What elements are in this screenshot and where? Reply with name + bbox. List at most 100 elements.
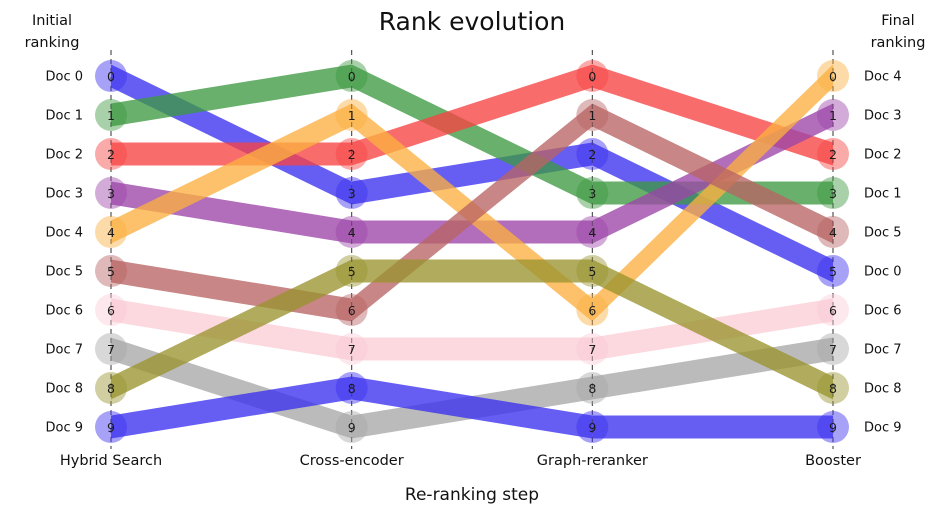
flow-ribbon [592, 64, 833, 322]
rank-node-number: 7 [348, 342, 356, 357]
flow-ribbon [592, 415, 833, 439]
left-doc-label: Doc 2 [45, 148, 83, 163]
rank-node[interactable] [817, 255, 849, 287]
rank-node-number: 7 [588, 342, 596, 357]
rank-node[interactable] [335, 99, 368, 131]
rank-node[interactable] [95, 372, 127, 404]
chart-title: Rank evolution [379, 7, 566, 36]
rank-node-number: 5 [829, 264, 837, 279]
right-doc-label: Doc 7 [864, 343, 902, 358]
left-doc-label: Doc 8 [45, 382, 83, 397]
final-ranking-header-line1: Final [881, 13, 914, 29]
left-doc-label: Doc 3 [45, 187, 83, 202]
stage-label: Graph-reranker [537, 453, 648, 469]
rank-node-number: 9 [107, 420, 115, 435]
rank-node[interactable] [817, 99, 849, 131]
flow-ribbon [111, 64, 352, 127]
flow-ribbon [351, 64, 593, 166]
rank-node[interactable] [335, 333, 368, 365]
rank-node-number: 1 [348, 108, 356, 123]
rank-node[interactable] [576, 255, 609, 287]
rank-node-number: 2 [107, 147, 115, 162]
rank-node[interactable] [335, 411, 368, 443]
rank-node[interactable] [335, 138, 368, 170]
rank-node[interactable] [817, 60, 849, 92]
rank-node[interactable] [335, 372, 368, 404]
rank-node-number: 3 [588, 186, 596, 201]
rank-node[interactable] [576, 411, 609, 443]
rank-node-number: 8 [348, 381, 356, 396]
rank-node-number: 0 [588, 69, 596, 84]
rank-node-number: 1 [829, 108, 837, 123]
left-doc-label: Doc 9 [45, 421, 83, 436]
rank-node-number: 2 [588, 147, 596, 162]
rank-node-number: 4 [588, 225, 596, 240]
rank-node[interactable] [95, 333, 127, 365]
right-doc-label: Doc 2 [864, 148, 902, 163]
rank-node-number: 2 [348, 147, 356, 162]
stage-label: Hybrid Search [60, 453, 162, 469]
rank-node[interactable] [95, 216, 127, 248]
rank-node[interactable] [576, 60, 609, 92]
left-doc-label: Doc 6 [45, 304, 83, 319]
rank-node[interactable] [335, 294, 368, 326]
rank-node-number: 9 [829, 420, 837, 435]
rank-node[interactable] [576, 99, 609, 131]
rank-node[interactable] [817, 177, 849, 209]
right-doc-label: Doc 6 [864, 304, 902, 319]
rank-node[interactable] [95, 177, 127, 209]
flow-ribbon [592, 142, 833, 283]
rank-node-number: 7 [829, 342, 837, 357]
rank-node-number: 0 [829, 69, 837, 84]
rank-node[interactable] [95, 411, 127, 443]
rank-node[interactable] [95, 99, 127, 131]
rank-node-number: 6 [588, 303, 596, 318]
initial-ranking-header-line2: ranking [25, 35, 80, 51]
rank-node[interactable] [95, 294, 127, 326]
rank-node-number: 1 [107, 108, 115, 123]
rank-node[interactable] [817, 333, 849, 365]
rank-node[interactable] [817, 372, 849, 404]
rank-node[interactable] [335, 255, 368, 287]
rank-node[interactable] [817, 216, 849, 248]
flow-ribbon [111, 103, 352, 244]
rank-node[interactable] [95, 60, 127, 92]
rank-node-number: 7 [107, 342, 115, 357]
flow-ribbon [351, 259, 593, 283]
rank-node-number: 4 [348, 225, 356, 240]
stem-lines-layer [110, 50, 834, 449]
labels-layer: Rank evolution Initial ranking Final ranking… [25, 7, 926, 505]
rank-node-number: 8 [588, 381, 596, 396]
rank-node[interactable] [335, 177, 368, 209]
flow-ribbon [351, 376, 593, 439]
rank-node[interactable] [95, 138, 127, 170]
final-ranking-header-line2: ranking [871, 35, 926, 51]
rank-node-number: 6 [107, 303, 115, 318]
rank-node[interactable] [335, 216, 368, 248]
rank-node[interactable] [576, 372, 609, 404]
rank-node[interactable] [576, 216, 609, 248]
rank-node[interactable] [95, 255, 127, 287]
rank-node[interactable] [817, 411, 849, 443]
rank-node[interactable] [576, 333, 609, 365]
initial-ranking-header-line1: Initial [32, 13, 72, 29]
rank-node-number: 0 [107, 69, 115, 84]
rank-node[interactable] [576, 138, 609, 170]
rank-node-number: 5 [588, 264, 596, 279]
rank-node-number: 9 [348, 420, 356, 435]
rank-node-number: 5 [348, 264, 356, 279]
ribbons-layer [111, 64, 833, 439]
rank-node[interactable] [576, 294, 609, 326]
stage-label: Cross-encoder [300, 453, 404, 469]
rank-node[interactable] [576, 177, 609, 209]
rank-node[interactable] [335, 60, 368, 92]
flow-ribbon [351, 220, 593, 244]
rank-node-number: 2 [829, 147, 837, 162]
rank-node[interactable] [817, 294, 849, 326]
rank-node-number: 6 [829, 303, 837, 318]
right-doc-label: Doc 5 [864, 226, 902, 241]
rank-node-number: 4 [829, 225, 837, 240]
rank-node[interactable] [817, 138, 849, 170]
flow-ribbon [592, 259, 833, 400]
